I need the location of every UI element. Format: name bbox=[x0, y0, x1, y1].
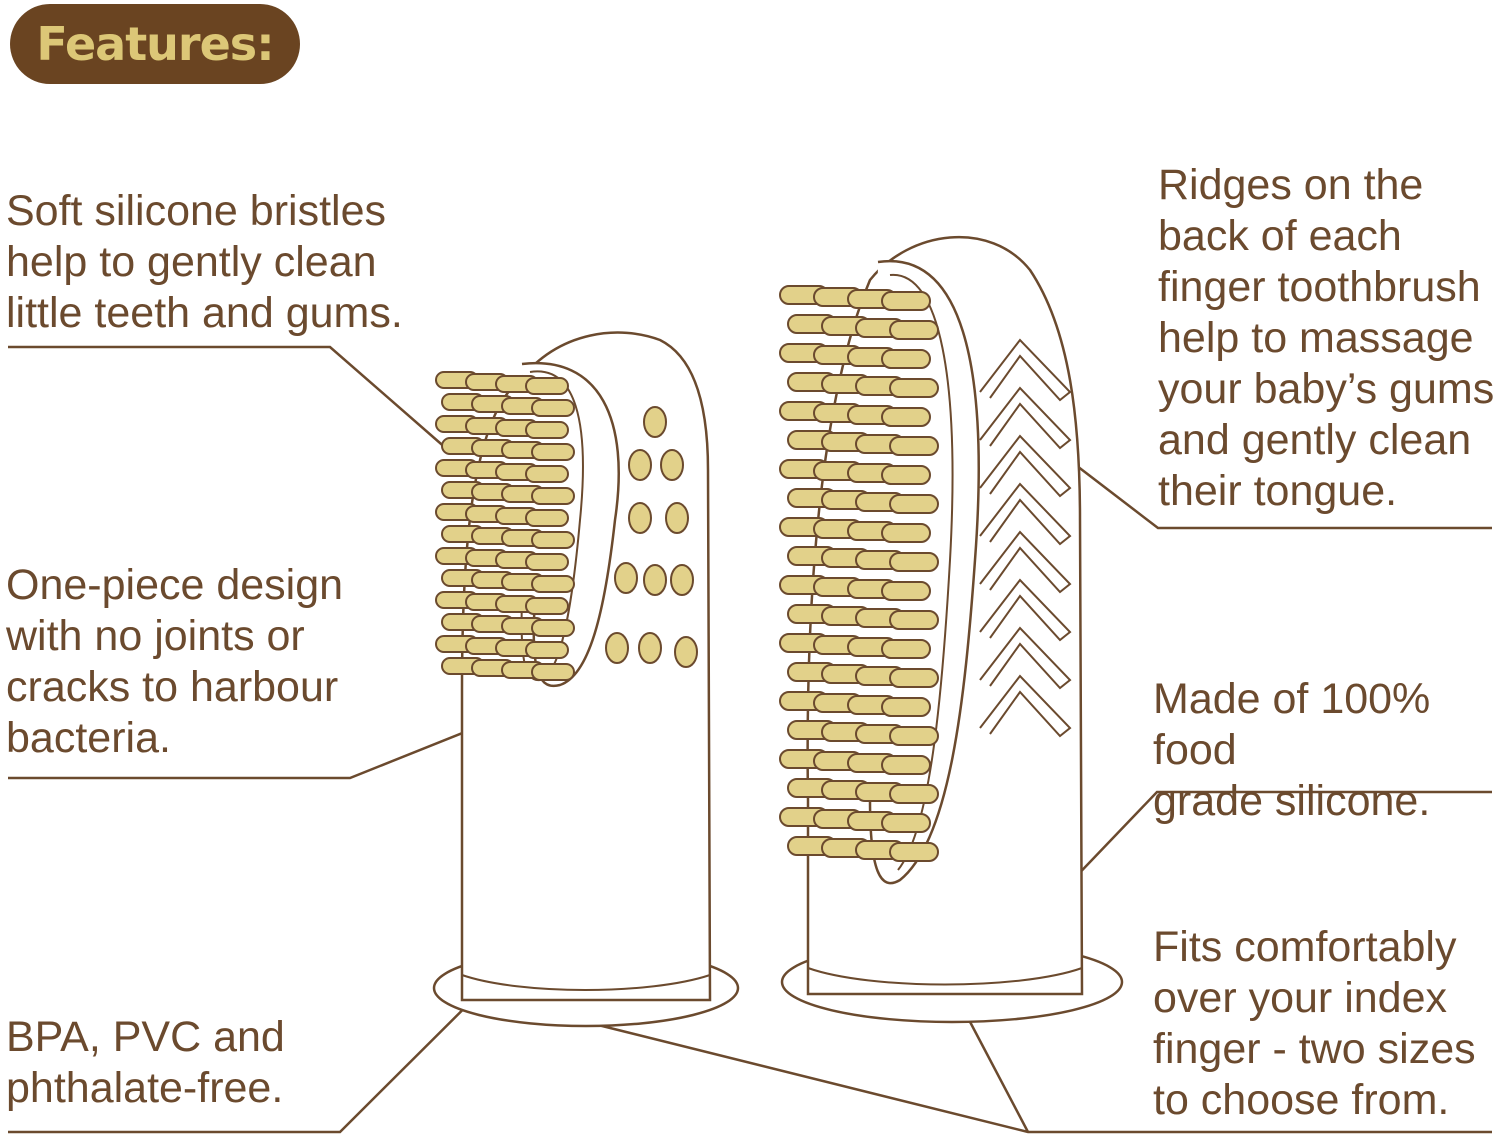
large-brush-rim bbox=[807, 967, 1083, 986]
large-bristle bbox=[881, 407, 931, 427]
large-bristle bbox=[889, 378, 939, 398]
small-finger-toothbrush bbox=[432, 331, 740, 1028]
large-bristle bbox=[889, 784, 939, 804]
small-bristle-group bbox=[435, 371, 575, 681]
small-bristle bbox=[531, 575, 575, 593]
small-bristle bbox=[525, 377, 569, 395]
massage-nub bbox=[628, 449, 652, 481]
large-back-ridges bbox=[979, 338, 1072, 738]
small-bristle bbox=[525, 465, 569, 483]
ridge-chevron bbox=[979, 578, 1072, 642]
callout-back-ridges: Ridges on the back of each finger toothb… bbox=[1158, 161, 1495, 515]
large-bristle bbox=[881, 349, 931, 369]
small-bristle bbox=[531, 531, 575, 549]
massage-nub bbox=[660, 449, 684, 481]
leader-line-fit bbox=[569, 1016, 1492, 1134]
callout-food-grade-silicone: Made of 100% food grade silicone. bbox=[1153, 675, 1431, 825]
features-title: Features: bbox=[36, 17, 274, 71]
large-bristle bbox=[881, 639, 931, 659]
massage-nub bbox=[605, 632, 629, 664]
ridge-chevron bbox=[979, 626, 1072, 690]
callout-one-piece-design: One-piece design with no joints or crack… bbox=[6, 561, 344, 762]
massage-nub bbox=[670, 564, 694, 596]
leader-line-fit-right bbox=[966, 1017, 1030, 1133]
small-brush-rim bbox=[461, 974, 711, 991]
small-bristle bbox=[531, 443, 575, 461]
large-bristle bbox=[889, 552, 939, 572]
small-bristle bbox=[525, 553, 569, 571]
small-bristle bbox=[525, 597, 569, 615]
large-bristle bbox=[881, 755, 931, 775]
callout-soft-bristles: Soft silicone bristles help to gently cl… bbox=[6, 187, 403, 337]
small-bristle bbox=[531, 663, 575, 681]
massage-nub bbox=[674, 636, 698, 668]
large-bristle bbox=[889, 320, 939, 340]
ridge-chevron bbox=[979, 482, 1072, 546]
small-massage-nubs bbox=[605, 406, 698, 668]
large-bristle bbox=[889, 610, 939, 630]
massage-nub bbox=[643, 564, 667, 596]
large-bristle bbox=[881, 523, 931, 543]
large-finger-toothbrush bbox=[779, 235, 1124, 1024]
large-bristle bbox=[889, 668, 939, 688]
callout-bpa-free: BPA, PVC and phthalate-free. bbox=[6, 1013, 285, 1112]
large-bristle bbox=[889, 842, 939, 862]
callout-fit-sizes: Fits comfortably over your index finger … bbox=[1153, 923, 1476, 1124]
leader-line-material bbox=[1022, 790, 1492, 933]
large-bristle bbox=[881, 813, 931, 833]
massage-nub bbox=[614, 562, 638, 594]
massage-nub bbox=[665, 502, 689, 534]
small-bristle bbox=[525, 421, 569, 439]
ridge-chevron bbox=[979, 338, 1072, 402]
small-bristle bbox=[525, 641, 569, 659]
massage-nub bbox=[638, 632, 662, 664]
large-bristle bbox=[881, 291, 931, 311]
large-bristle bbox=[889, 436, 939, 456]
leader-line-bristles bbox=[8, 345, 449, 451]
ridge-chevron bbox=[979, 674, 1072, 738]
features-badge: Features: bbox=[10, 4, 300, 84]
large-bristle bbox=[889, 726, 939, 746]
small-bristle bbox=[525, 509, 569, 527]
large-bristle-group bbox=[779, 285, 939, 862]
leader-line-ridges bbox=[1029, 429, 1492, 530]
large-bristle bbox=[881, 465, 931, 485]
massage-nub bbox=[643, 406, 667, 438]
ridge-chevron bbox=[979, 386, 1072, 450]
small-bristle bbox=[531, 487, 575, 505]
small-bristle bbox=[531, 619, 575, 637]
massage-nub bbox=[628, 502, 652, 534]
large-bristle bbox=[881, 581, 931, 601]
small-bristle bbox=[531, 399, 575, 417]
large-bristle bbox=[889, 494, 939, 514]
large-bristle bbox=[881, 697, 931, 717]
leader-lines bbox=[8, 345, 1492, 1134]
ridge-chevron bbox=[979, 530, 1072, 594]
ridge-chevron bbox=[979, 434, 1072, 498]
